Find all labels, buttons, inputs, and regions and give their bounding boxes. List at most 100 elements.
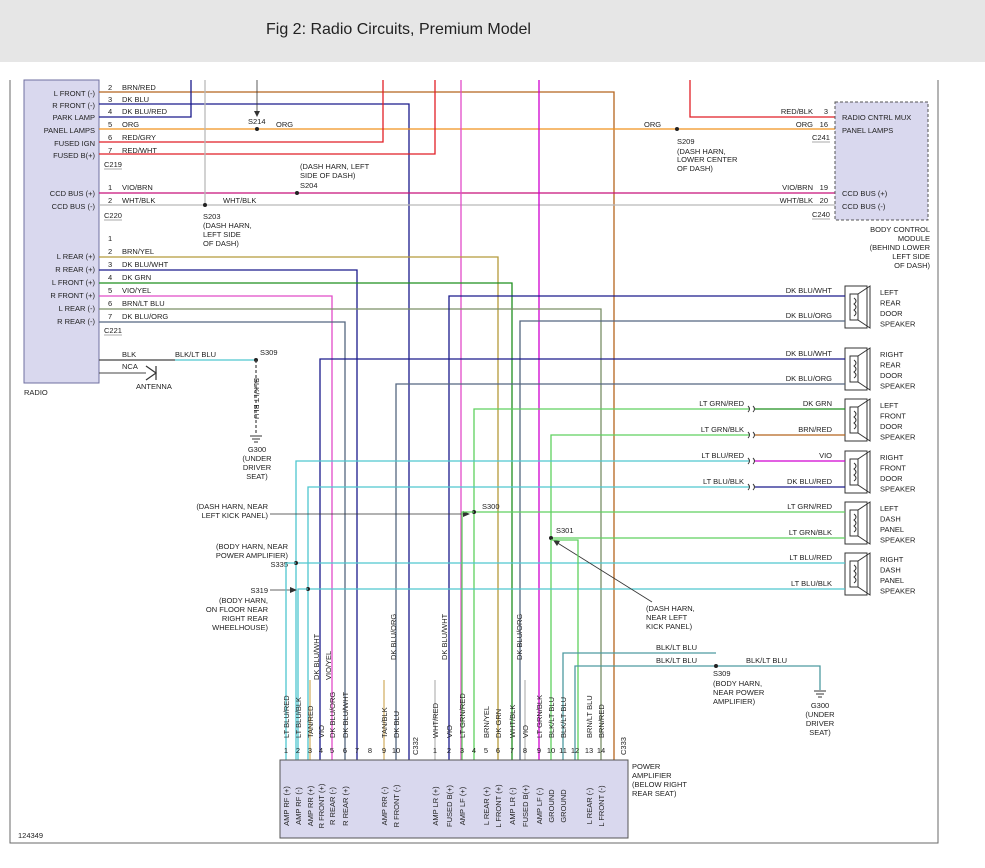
c221-pin-name: R REAR (+) [55, 265, 95, 274]
pin-num: 5 [108, 120, 112, 129]
amp-pin-name: R FRONT (+) [317, 783, 326, 828]
amp-label: POWER [632, 762, 661, 771]
speaker-wires [295, 295, 845, 760]
speaker-label: LEFT [880, 504, 899, 513]
c221-pin-name: L REAR (+) [57, 252, 96, 261]
pin-num: 1 [108, 183, 112, 192]
amp-pin-num: 3 [460, 746, 464, 755]
wire-rr-minus [395, 383, 845, 760]
amp-label: (BELOW RIGHT [632, 780, 687, 789]
speaker-label: DOOR [880, 474, 903, 483]
amp-pin-name: AMP RF (+) [282, 786, 291, 826]
amp-pin-wire: BRN/YEL [482, 706, 491, 738]
amplifier-box [279, 759, 629, 839]
s300-label: S300 [482, 502, 500, 511]
g300b-desc: DRIVER [806, 719, 835, 728]
s203-wire: WHT/BLK [223, 196, 256, 205]
amp-pin-num: 1 [284, 746, 288, 755]
wire-label: ORG [122, 120, 139, 129]
c220-pin-name: CCD BUS (+) [50, 189, 96, 198]
pin-num: 1 [108, 234, 112, 243]
g300-desc: SEAT) [246, 472, 268, 481]
pin-num: 3 [108, 260, 112, 269]
s309b-wire: BLK/LT BLU [746, 656, 787, 665]
speaker-label: PANEL [880, 576, 904, 585]
amp-pin-num: 2 [296, 746, 300, 755]
amp-pin-name: L FRONT (+) [494, 784, 503, 828]
s319-desc: ON FLOOR NEAR [206, 605, 269, 614]
speaker-label: LEFT [880, 401, 899, 410]
pin-num: 2 [108, 83, 112, 92]
amp-pin-num: 8 [523, 746, 527, 755]
speaker-label: DASH [880, 515, 901, 524]
wire-brn-lt-blu [99, 308, 602, 760]
amp-pin-wire: VIO [317, 725, 326, 738]
amp-pin-num: 14 [597, 746, 605, 755]
amp-pin-wire: BRN/RED [597, 704, 606, 738]
g300b-desc: SEAT) [809, 728, 831, 737]
spk-amp-wire: LT GRN/RED [699, 399, 744, 408]
amp-pin-name: AMP LF (+) [458, 786, 467, 825]
pin-num: 4 [108, 273, 112, 282]
s335-desc: (BODY HARN, NEAR [216, 542, 289, 551]
wire-label: DK BLU/ORG [122, 312, 168, 321]
s214-label: S214 [248, 117, 266, 126]
amp-pin-num: 12 [571, 746, 579, 755]
bcm-label: OF DASH) [894, 261, 930, 270]
amp-pin-name: L REAR (-) [585, 787, 594, 824]
s209-desc: LOWER CENTER [677, 155, 738, 164]
wire-red-gry [99, 80, 384, 143]
s309b-label: S309 [713, 669, 731, 678]
s319-desc: WHEELHOUSE) [212, 623, 268, 632]
c333-id: C333 [619, 737, 628, 755]
amp-pin-wire: TAN/RED [306, 705, 315, 738]
g300-desc: DRIVER [243, 463, 272, 472]
amp-pin-name: AMP LR (+) [431, 786, 440, 826]
g300b-desc: (UNDER [805, 710, 835, 719]
bcm-pin-num: 20 [820, 196, 828, 205]
amp-pin-num: 4 [319, 746, 323, 755]
c220-pin-name: CCD BUS (-) [52, 202, 96, 211]
s209-dot [675, 127, 679, 131]
s209-desc: (DASH HARN, [677, 147, 726, 156]
bcm-pin-name: CCD BUS (+) [842, 189, 888, 198]
speaker-label: DOOR [880, 309, 903, 318]
c220-connector: CCD BUS (+) CCD BUS (-) 1 2 VIO/BRN WHT/… [50, 183, 155, 221]
wire-lf-minus [550, 434, 749, 760]
bcm-pin-num: 19 [820, 183, 828, 192]
c219-wires [99, 80, 835, 760]
wire-dk-blu [99, 103, 410, 760]
bcm-pin-name: CCD BUS (-) [842, 202, 886, 211]
s319-arrow [290, 587, 297, 593]
pin-num: 6 [108, 133, 112, 142]
amp-pin-num: 7 [355, 746, 359, 755]
g300-label: G300 [248, 445, 266, 454]
s301-leader [555, 541, 653, 603]
pin-num: 3 [108, 95, 112, 104]
amp-pin-name: AMP RR (+) [306, 785, 315, 826]
radio-box [23, 79, 100, 384]
amp-pin-name: GROUND [547, 789, 556, 823]
speaker-label: LEFT [880, 288, 899, 297]
amp-pin-num: 7 [510, 746, 514, 755]
amp-pin-wire: LT BLU/BLK [294, 697, 303, 738]
bcm-label: (BEHIND LOWER [870, 243, 931, 252]
s209-wire: ORG [644, 120, 661, 129]
c240-id: C240 [812, 210, 830, 219]
speaker-label: DASH [880, 566, 901, 575]
s204-label: S204 [300, 181, 318, 190]
s309b-wire: BLK/LT BLU [656, 656, 697, 665]
g300-desc: (UNDER [242, 454, 272, 463]
s203-desc: (DASH HARN, [203, 221, 252, 230]
ground-wire-label: BLK/LT BLU [175, 350, 216, 359]
s203-desc: LEFT SIDE [203, 230, 241, 239]
wire-label: RED/WHT [122, 146, 157, 155]
spk-wire: LT BLU/RED [789, 553, 832, 562]
amp-pin-num: 9 [382, 746, 386, 755]
pin-num: 7 [108, 312, 112, 321]
amp-pin-name: AMP LR (-) [508, 787, 517, 825]
c219-pin-name: FUSED B(+) [53, 151, 95, 160]
wire-brn-red [99, 91, 615, 760]
